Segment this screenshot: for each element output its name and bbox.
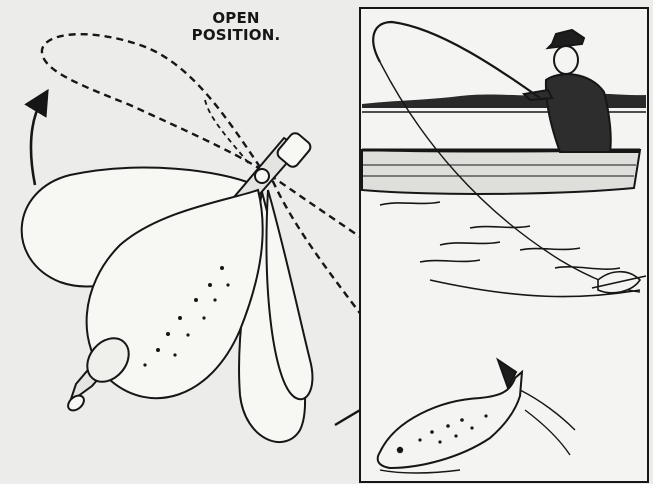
swing-arrow	[31, 100, 42, 185]
boat	[362, 150, 640, 194]
leader-line	[205, 100, 250, 165]
label-line-1: OPEN	[186, 10, 286, 27]
open-position-label: OPEN POSITION.	[186, 10, 286, 44]
axle-end	[65, 393, 87, 414]
label-line-2: POSITION.	[186, 27, 286, 44]
hinge-pin	[255, 169, 269, 183]
fishing-scene	[360, 8, 648, 482]
open-position-outline-top	[42, 34, 262, 170]
